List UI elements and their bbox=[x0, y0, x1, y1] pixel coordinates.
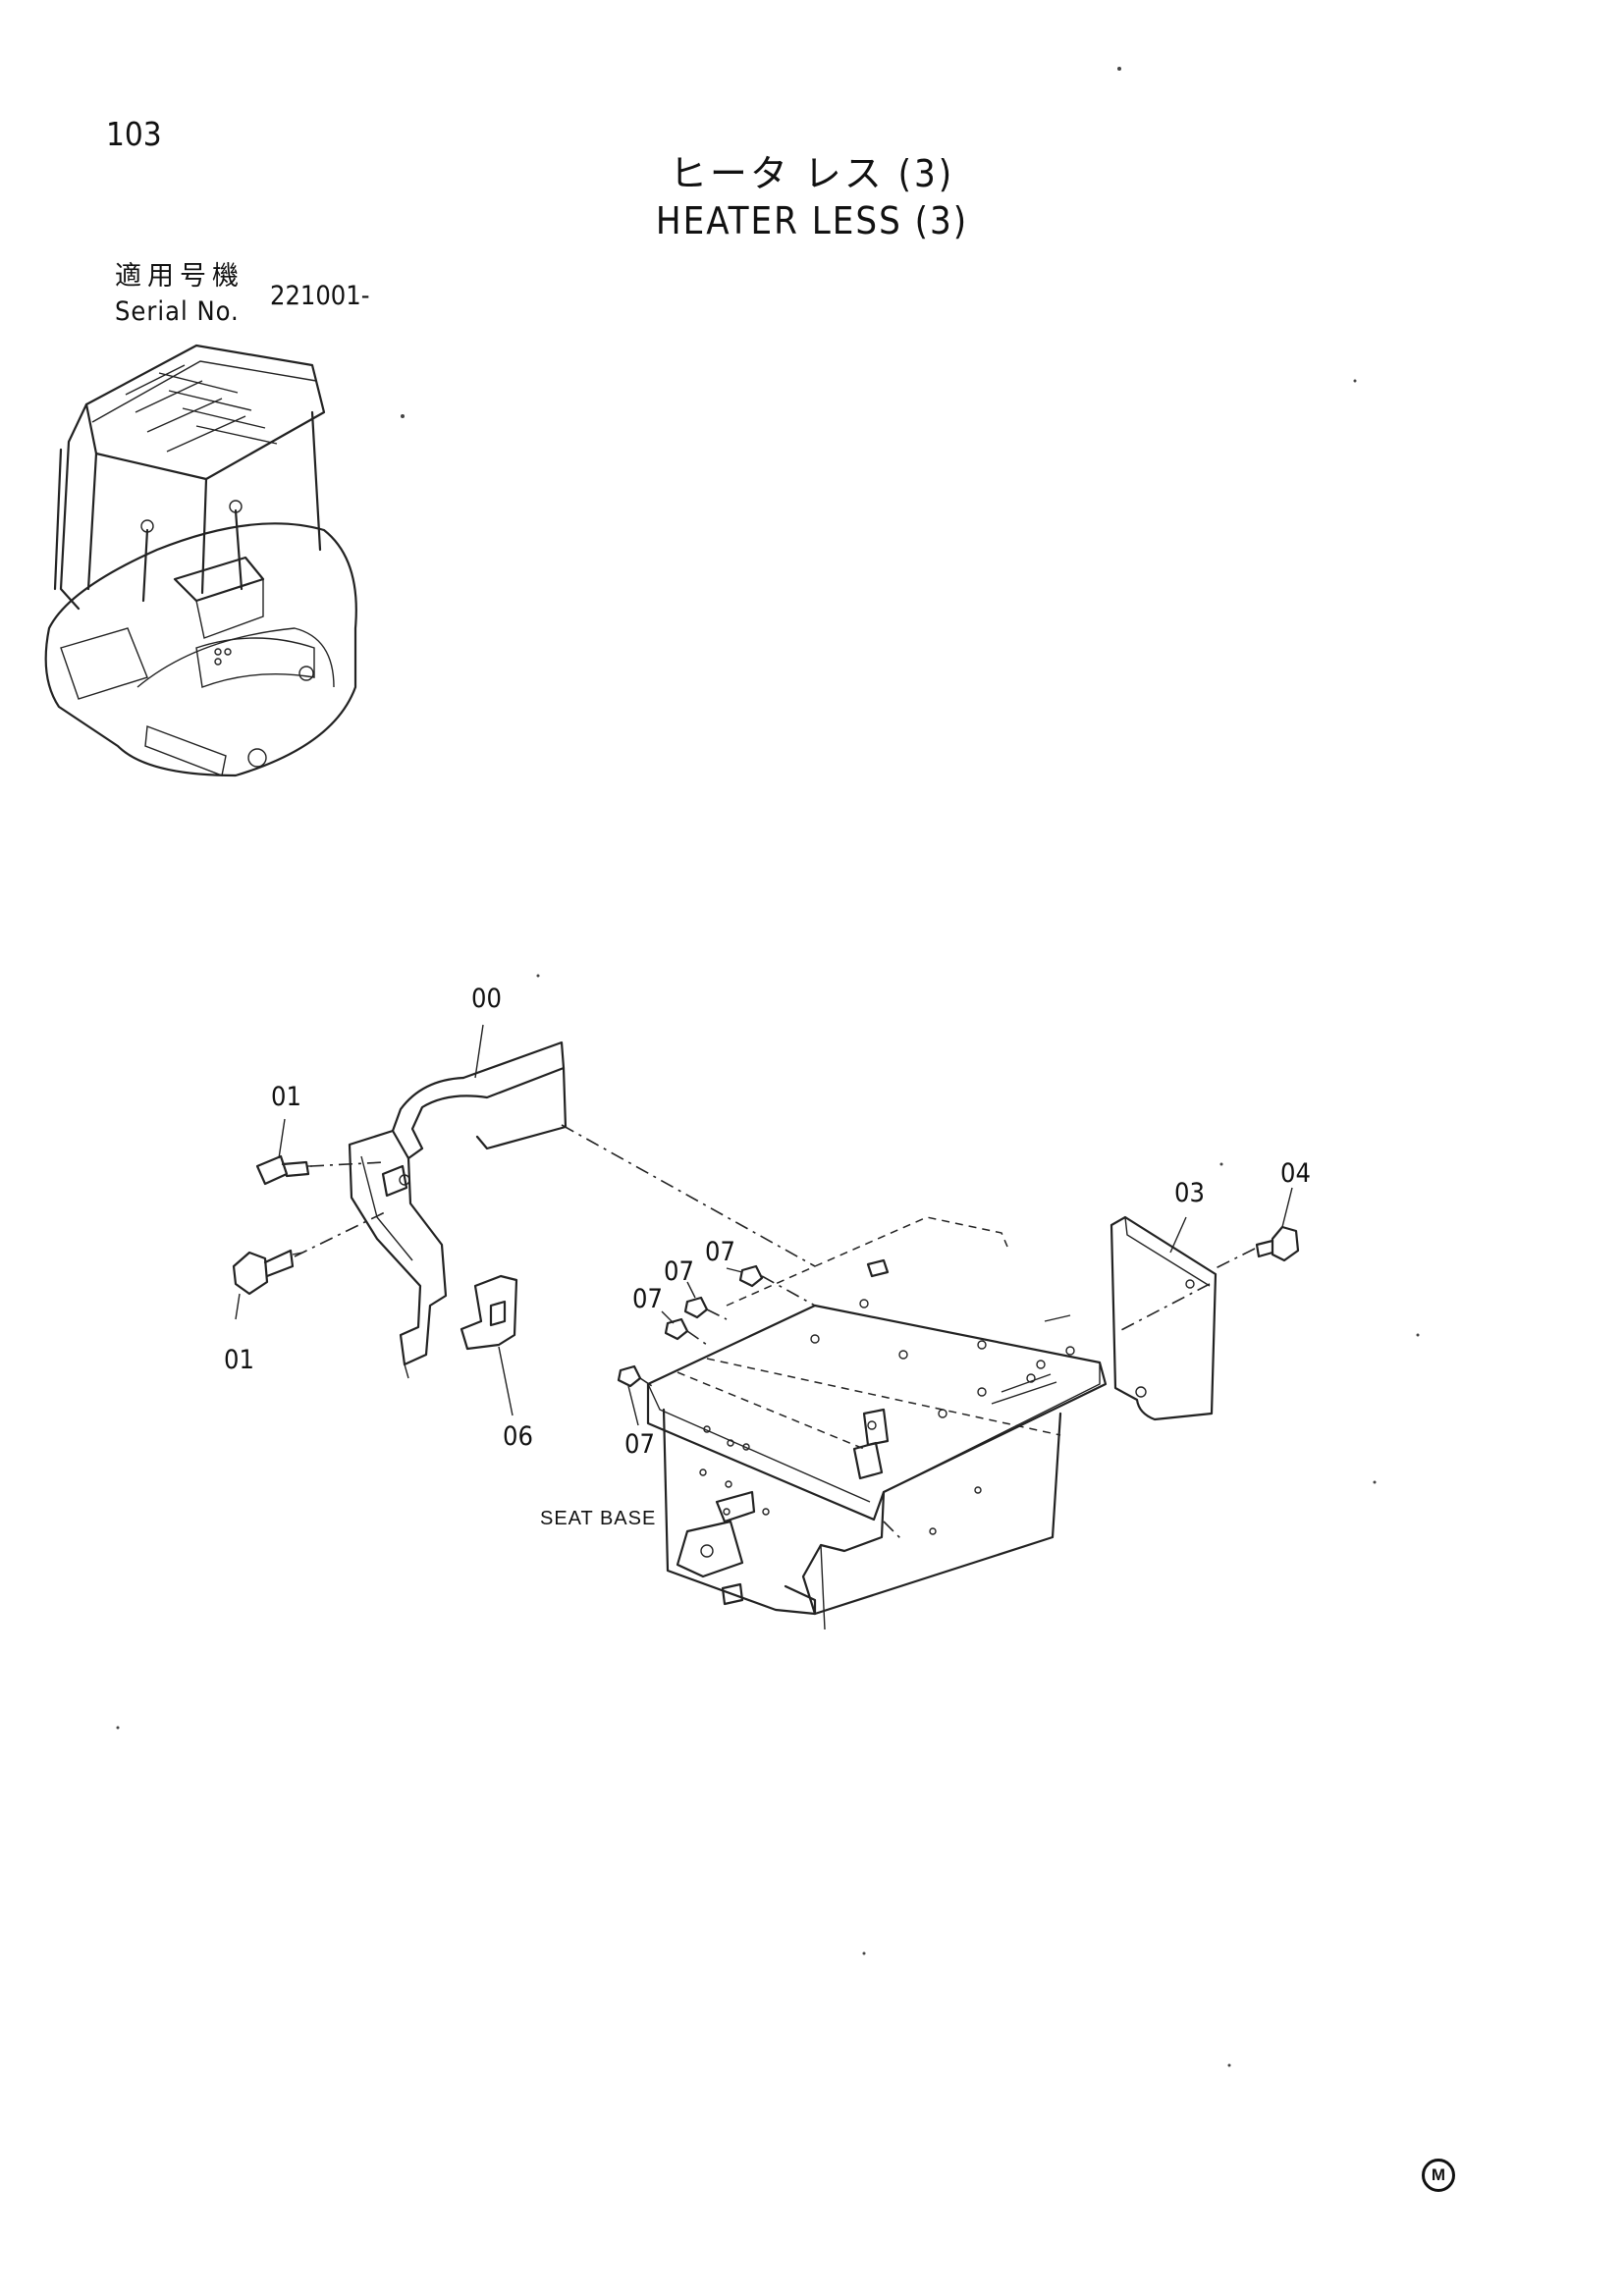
callout-07-b: 07 bbox=[664, 1256, 694, 1287]
callout-06: 06 bbox=[503, 1421, 533, 1452]
part-07-nut-b bbox=[683, 1296, 709, 1319]
callout-07-a: 07 bbox=[705, 1237, 735, 1267]
seat-base-assembly bbox=[646, 1216, 1108, 1630]
scan-specks bbox=[116, 67, 1420, 2067]
part-01-bolt-lower bbox=[232, 1249, 303, 1296]
machine-overview-illustration bbox=[44, 344, 357, 777]
serial-number-value: 221001- bbox=[270, 281, 370, 311]
part-00-cover-bracket bbox=[348, 1041, 568, 1379]
part-07-nut-c bbox=[664, 1317, 689, 1341]
part-07-nut-a bbox=[738, 1264, 764, 1288]
seat-base-label: SEAT BASE bbox=[540, 1508, 657, 1529]
callout-leader-lines bbox=[235, 1024, 1293, 1426]
callout-03: 03 bbox=[1174, 1178, 1205, 1208]
part-07-nut-d bbox=[617, 1364, 642, 1388]
part-06-clip bbox=[460, 1274, 518, 1351]
callout-01-upper: 01 bbox=[271, 1082, 301, 1112]
callout-07-d: 07 bbox=[624, 1429, 655, 1460]
corner-circled-mark: M bbox=[1422, 2159, 1455, 2192]
callout-07-c: 07 bbox=[632, 1284, 663, 1314]
assembly-guide-lines bbox=[294, 1124, 1256, 1542]
part-04-bolt bbox=[1255, 1225, 1300, 1262]
part-01-bolt-upper bbox=[255, 1154, 312, 1186]
callout-01-lower: 01 bbox=[224, 1345, 254, 1375]
callout-00: 00 bbox=[471, 984, 502, 1014]
callout-04: 04 bbox=[1280, 1158, 1311, 1189]
page-number: 103 bbox=[106, 115, 162, 153]
part-03-plate bbox=[1110, 1215, 1218, 1421]
serial-label-english: Serial No. bbox=[115, 296, 240, 327]
page-title-english: HEATER LESS (3) bbox=[655, 199, 969, 242]
page-title-japanese: ヒータ レス (3) bbox=[669, 152, 955, 195]
serial-label-japanese: 適用号機 bbox=[115, 261, 244, 292]
